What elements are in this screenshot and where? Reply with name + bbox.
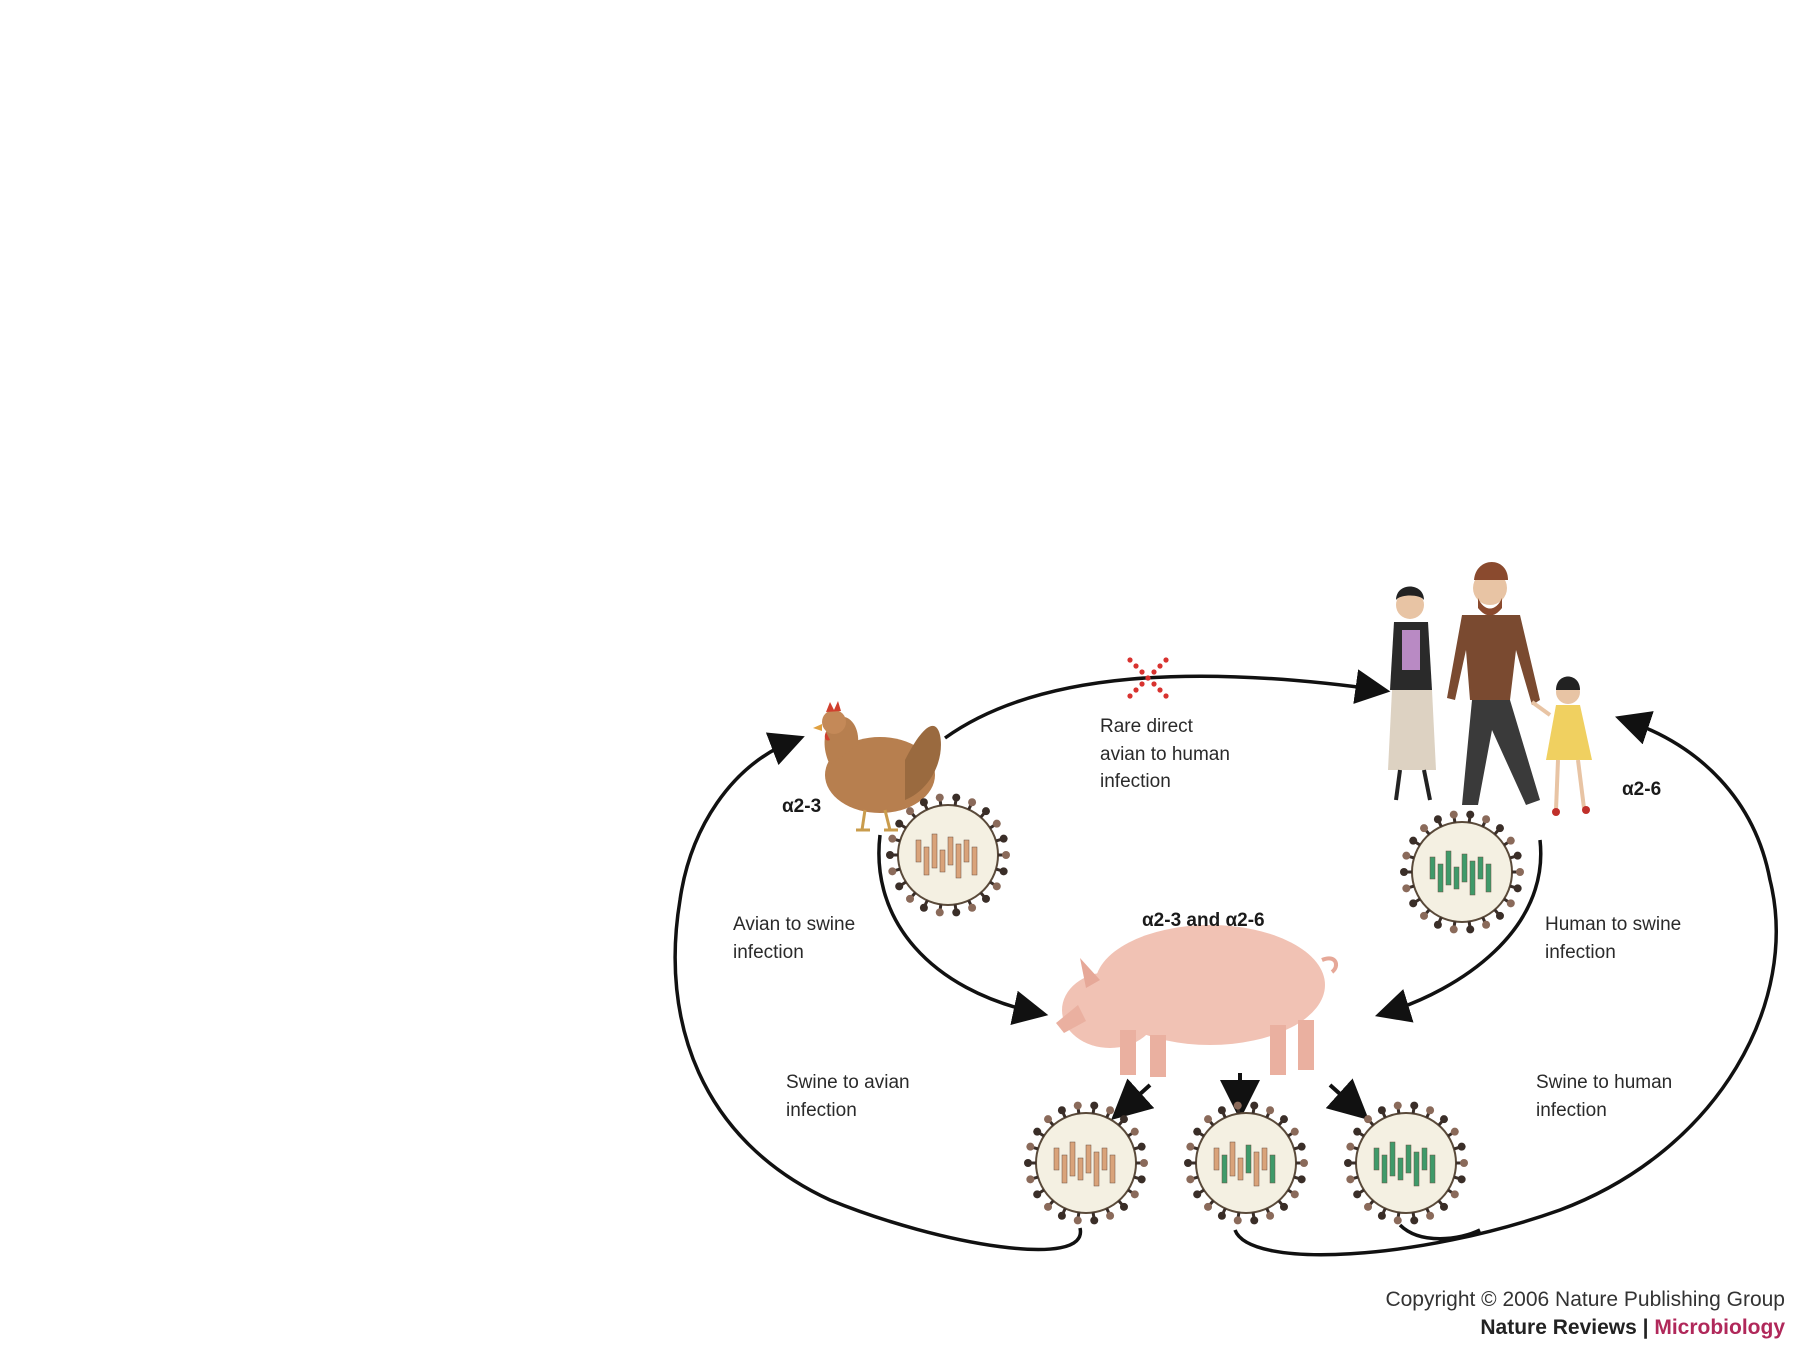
arrow-swine-to-human	[1233, 711, 1778, 1257]
label-swine-to-human: Swine to human infection	[1536, 1072, 1678, 1121]
journal-credit: Nature Reviews | Microbiology	[1480, 1316, 1785, 1340]
virus-particle-human	[1400, 810, 1524, 934]
virus-particle-avian	[886, 793, 1010, 917]
label-receptor-swine: α2-3 and α2-6	[1142, 910, 1265, 931]
label-receptor-avian: α2-3	[782, 796, 821, 817]
copyright-notice: Copyright © 2006 Nature Publishing Group	[1385, 1288, 1785, 1311]
label-avian-to-swine: Avian to swine infection	[733, 914, 860, 963]
journal-prefix: Nature Reviews	[1480, 1316, 1637, 1339]
journal-separator: |	[1636, 1316, 1655, 1339]
journal-name: Microbiology	[1654, 1316, 1785, 1339]
chicken-icon	[813, 701, 941, 832]
virus-particle-reassortant-human	[1344, 1101, 1468, 1225]
virus-particle-reassortant-avian	[1024, 1101, 1148, 1225]
arrow-pig-to-virus-left	[1111, 1078, 1155, 1121]
arrow-swine-to-avian	[673, 732, 1082, 1252]
human-family-icon	[1388, 562, 1592, 816]
label-human-to-swine: Human to swine infection	[1545, 914, 1687, 963]
arrow-human-to-swine	[1374, 839, 1543, 1023]
pig-icon	[1056, 925, 1339, 1077]
arrow-avian-to-human	[943, 669, 1391, 740]
arrow-avian-to-swine	[877, 834, 1049, 1025]
arrow-pig-to-virus-right	[1325, 1078, 1369, 1121]
label-rare-direct: Rare direct avian to human infection	[1100, 716, 1235, 792]
label-receptor-human: α2-6	[1622, 779, 1661, 800]
blocked-x-icon	[1127, 657, 1169, 699]
label-swine-to-avian: Swine to avian infection	[786, 1072, 915, 1121]
virus-particle-reassortant-mixed	[1184, 1101, 1308, 1225]
